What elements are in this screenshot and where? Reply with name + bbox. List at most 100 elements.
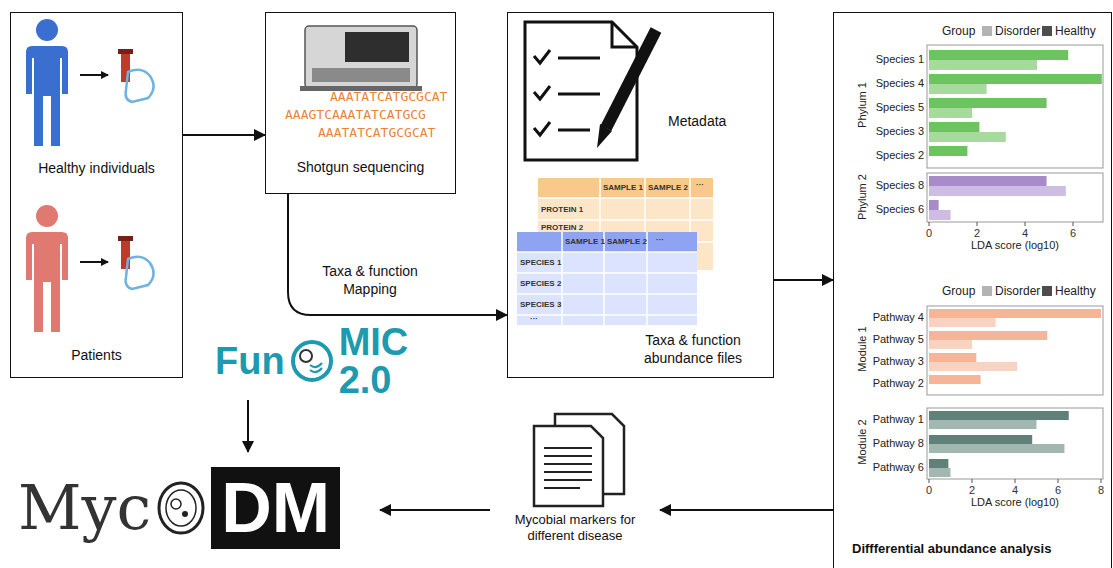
funomic-icon — [289, 338, 335, 384]
label-text: Pathway 5 — [840, 333, 924, 345]
legend-text: Disorder — [995, 284, 1040, 298]
label-text: Pathway 8 — [840, 437, 924, 449]
chart-shape — [929, 331, 1047, 340]
chart-shape — [929, 176, 1047, 186]
chart-shape — [929, 459, 948, 468]
axis-tick — [977, 222, 978, 226]
chart-shape — [929, 200, 939, 210]
label-text: Group — [942, 284, 975, 298]
axis-tick — [1101, 479, 1102, 483]
legend-swatch — [1042, 26, 1052, 36]
label-text: Species 1 — [840, 53, 924, 65]
document-icon-node: Mycobial markers for different disease — [490, 410, 660, 568]
label-text: Phylum 1 — [856, 75, 868, 135]
label-text: Pathway 2 — [840, 377, 924, 389]
label-text: SAMPLE 2 — [648, 183, 688, 192]
node-text: DM — [211, 467, 340, 549]
label-text: Pathway 1 — [840, 413, 924, 425]
chart-shape — [929, 435, 1032, 444]
label-text: Species 6 — [840, 203, 924, 215]
node-text: Patients — [11, 347, 182, 363]
chart-shape — [929, 146, 967, 156]
documents-icon — [520, 410, 630, 510]
label-text: AAATATCATGCGCAT — [318, 125, 435, 140]
label-text: Pathway 3 — [840, 355, 924, 367]
documents-icon — [520, 410, 630, 510]
cell-icon — [155, 480, 207, 536]
label-text: 6 — [1063, 227, 1083, 239]
axis-tick — [1073, 222, 1074, 226]
chart-shape — [929, 60, 1037, 70]
funomic-icon — [289, 338, 335, 384]
label-text: SPECIES 3 — [520, 300, 561, 309]
chart-shape — [929, 468, 951, 477]
label-text: 6 — [1048, 484, 1068, 496]
node-text: Diffferential abundance analysis — [852, 541, 1051, 556]
label-text: 2 — [967, 227, 987, 239]
arrow-connector — [660, 509, 833, 511]
chart-shape — [927, 173, 1103, 222]
chart-shape — [927, 306, 1103, 395]
sequencer — [300, 26, 422, 91]
chart-shape — [929, 420, 1037, 429]
chart-shape — [929, 340, 972, 349]
chart-shape — [929, 411, 1069, 420]
node-text: Shotgun sequencing — [266, 159, 455, 175]
axis-tick — [1015, 479, 1016, 483]
label-text: Pathway 4 — [840, 311, 924, 323]
sample-arrow — [80, 74, 108, 76]
label-text: PROTEIN 1 — [541, 205, 583, 214]
axis-tick — [1058, 479, 1059, 483]
label-text: PROTEIN 2 — [541, 223, 583, 232]
chart-shape — [929, 210, 951, 220]
node-text: Healthy individuals — [11, 160, 182, 176]
chart-shape — [929, 309, 1101, 318]
label-text: 0 — [919, 227, 939, 239]
label-text: 8 — [1091, 484, 1111, 496]
label-text: LDA score (log10) — [940, 496, 1090, 508]
label-text: Pathway 6 — [840, 461, 924, 473]
label-text: LDA score (log10) — [940, 239, 1090, 251]
label-text: Species 3 — [840, 125, 924, 137]
patient-figure — [26, 205, 68, 332]
arrow-connector — [380, 509, 490, 511]
logo: FunMIC 2.0 — [215, 322, 465, 400]
chart-shape — [929, 84, 987, 94]
chart-shape — [929, 98, 1047, 108]
arrow-connector — [247, 400, 249, 452]
chart-shape — [929, 132, 1006, 142]
label-text: 4 — [1005, 484, 1025, 496]
species-table — [517, 232, 697, 325]
chart-shape — [929, 362, 1017, 371]
chart-shape — [929, 50, 1068, 60]
label-text: ··· — [530, 314, 538, 323]
pen — [597, 30, 656, 148]
node-text: Fun — [215, 342, 285, 380]
label-text: 4 — [1015, 227, 1035, 239]
node-text: Myc — [18, 477, 151, 539]
label-text: SAMPLE 1 — [603, 183, 643, 192]
label-text: 2 — [962, 484, 982, 496]
legend-text: Healthy — [1055, 24, 1096, 38]
chart-shape — [929, 375, 981, 384]
legend-text: Disorder — [995, 24, 1040, 38]
chart-shape — [929, 444, 1064, 453]
label-text: Species 8 — [840, 179, 924, 191]
healthy-figure — [26, 19, 68, 146]
chart-shape — [927, 408, 1103, 479]
label-text: Phylum 2 — [856, 167, 868, 227]
label-text: Module 1 — [856, 319, 868, 379]
label-text: Group — [942, 24, 975, 38]
label-text: Species 2 — [840, 149, 924, 161]
label-text: SPECIES 1 — [520, 258, 561, 267]
label-text: AAATATCATGCGCAT — [330, 89, 447, 104]
data-box: MetadataTaxa & function abundance files — [507, 12, 774, 378]
chart-shape — [929, 186, 1066, 196]
label-text: ··· — [656, 235, 664, 244]
axis-tick — [929, 479, 930, 483]
label-text: 0 — [919, 484, 939, 496]
label-text: Module 2 — [856, 412, 868, 472]
input-box: Healthy individualsPatients — [10, 12, 183, 378]
node-text: Taxa & function abundance files — [623, 331, 763, 367]
legend-swatch — [982, 26, 992, 36]
